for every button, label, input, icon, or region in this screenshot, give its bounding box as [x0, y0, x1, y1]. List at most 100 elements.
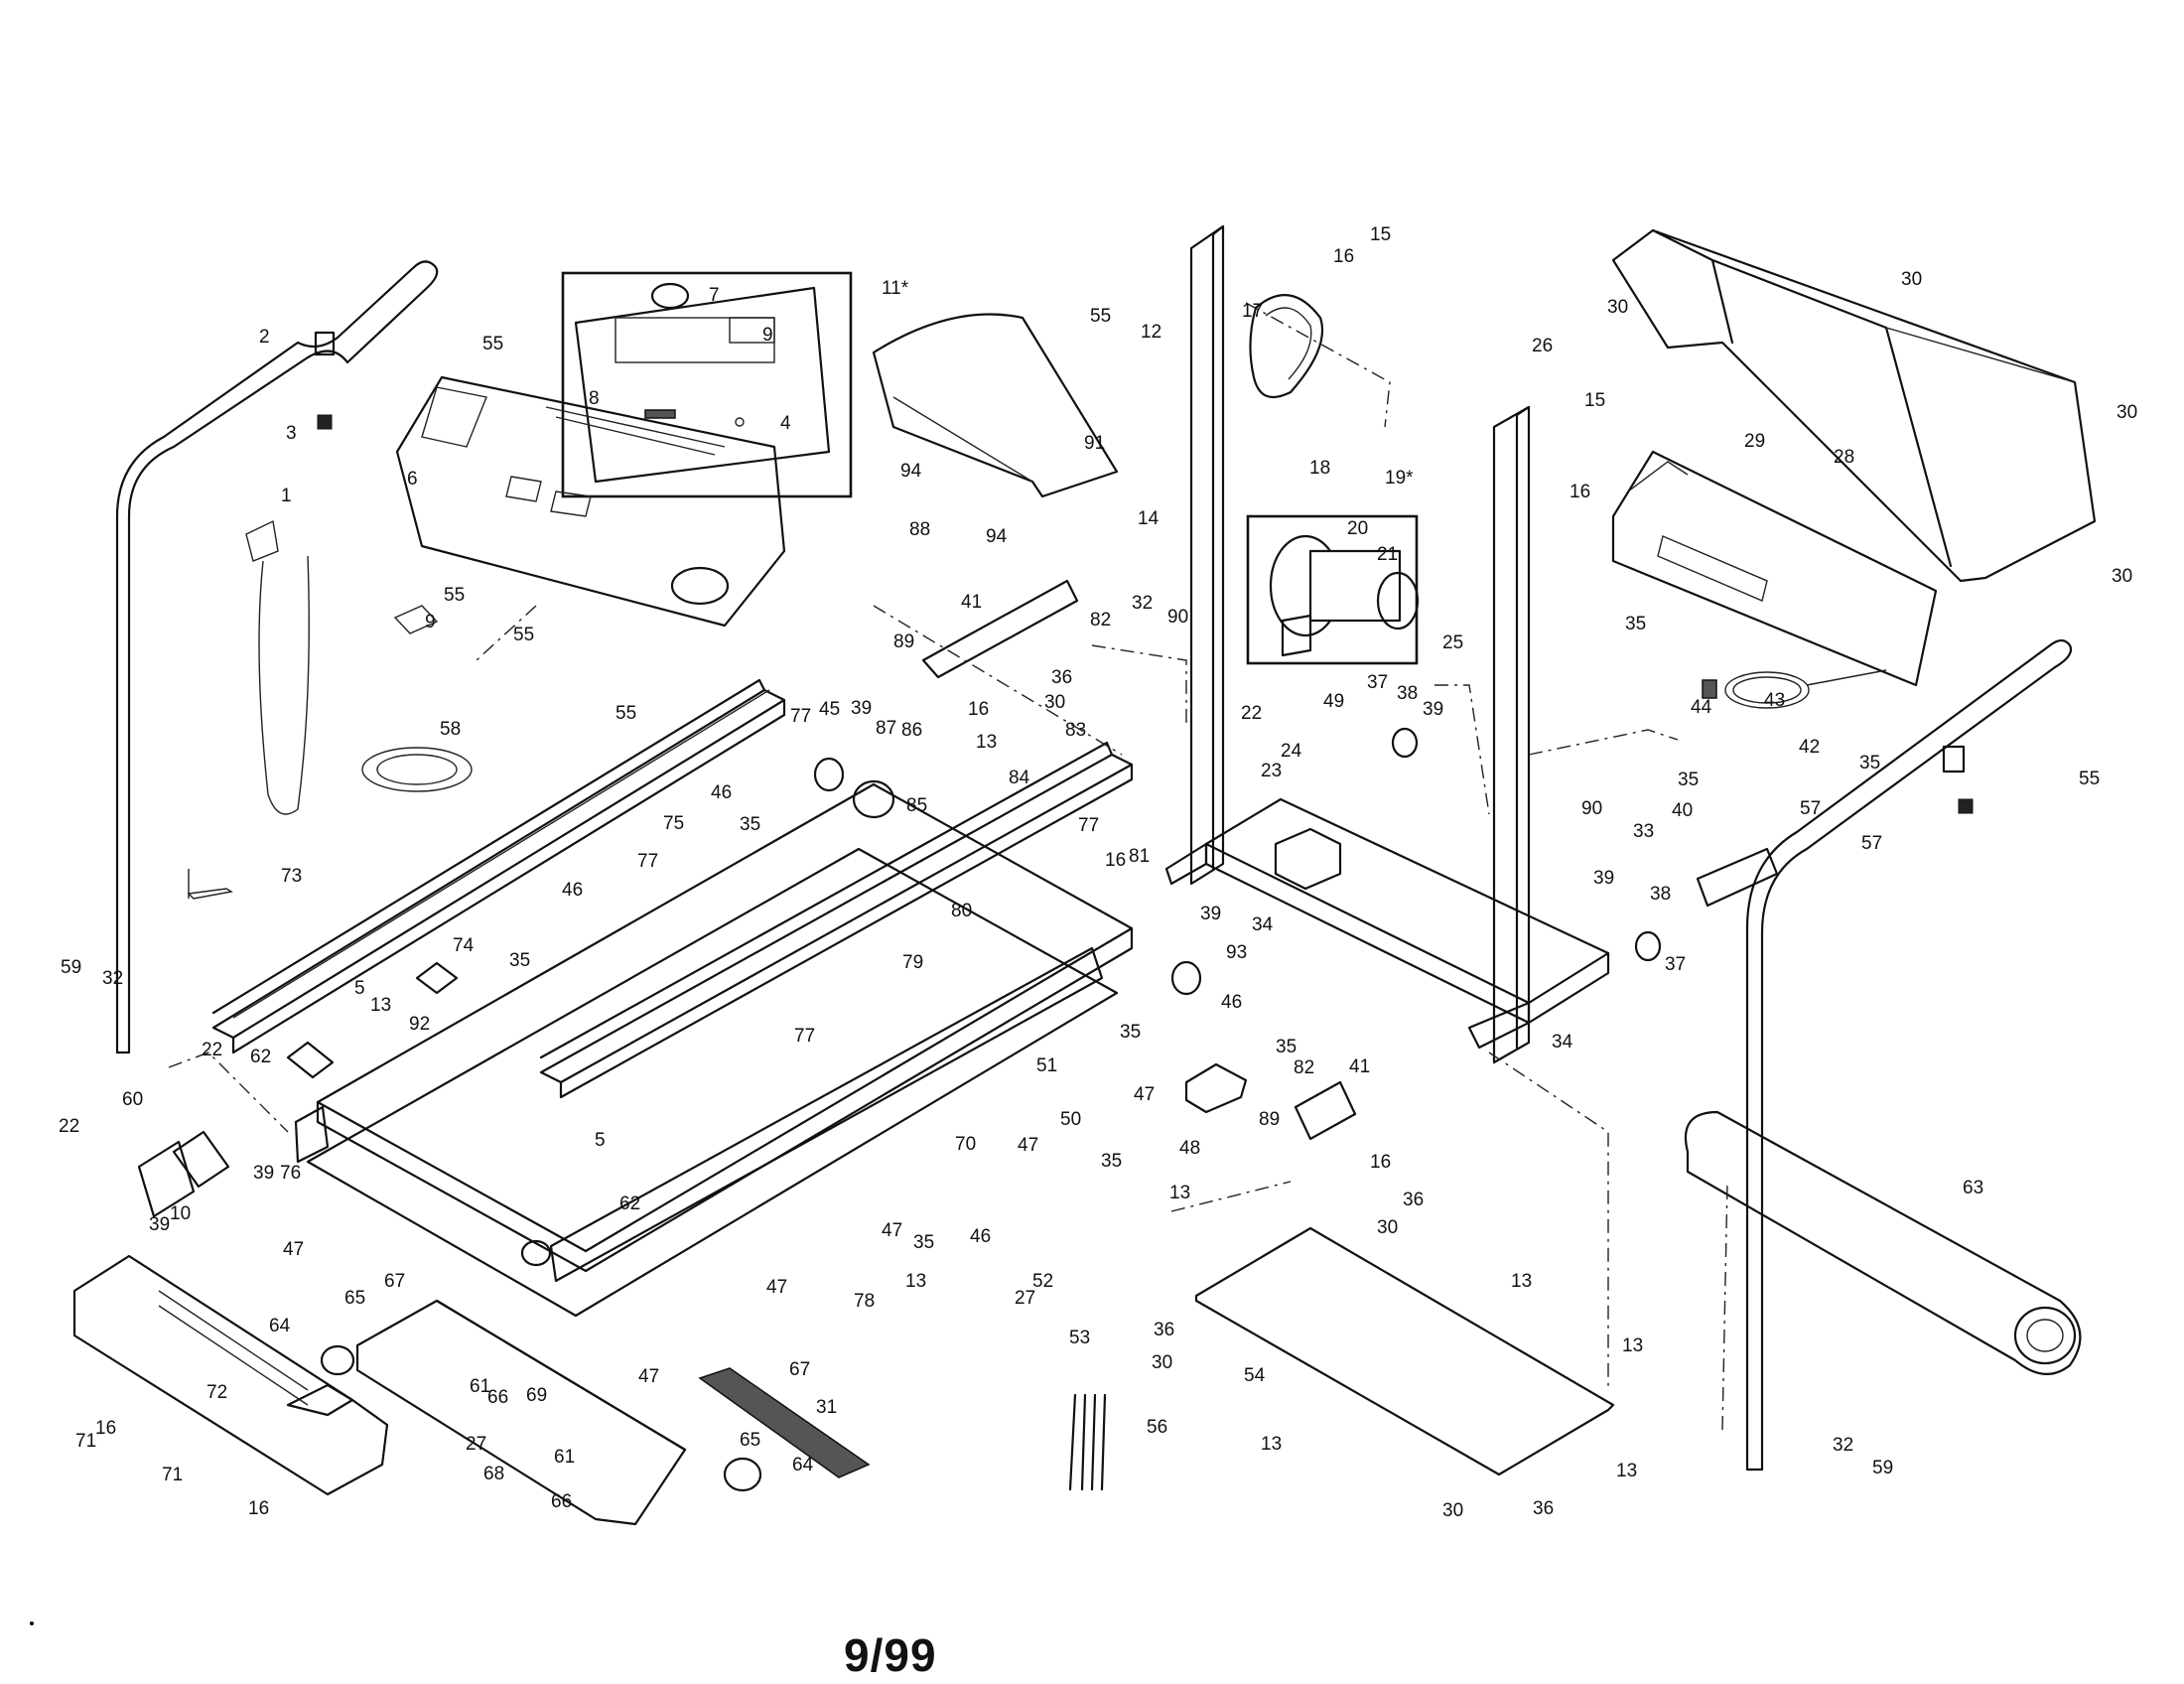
callout-label: 30	[1607, 297, 1628, 318]
callout-label: 57	[1800, 798, 1821, 819]
uprights	[1189, 224, 1531, 1064]
callout-label: 13	[1261, 1434, 1282, 1455]
rolled-mat	[1684, 1110, 2082, 1375]
callout-label: 39	[149, 1214, 170, 1235]
callout-label: 3	[286, 423, 297, 444]
callout-label: 13	[976, 732, 997, 753]
callout-label: 31	[816, 1397, 837, 1418]
callout-label: 72	[206, 1382, 227, 1403]
callout-label: 77	[794, 1026, 815, 1047]
callout-label: 79	[902, 952, 923, 973]
callout-label: 28	[1834, 447, 1854, 468]
incline-frame	[355, 1299, 687, 1526]
callout-label: 55	[444, 585, 465, 606]
callout-label: 47	[882, 1220, 902, 1241]
callout-label: 11*	[882, 278, 909, 299]
callout-label: 30	[1152, 1352, 1172, 1373]
callout-label: 47	[766, 1277, 787, 1298]
callout-label: 35	[740, 814, 760, 835]
callout-label: 64	[792, 1455, 814, 1475]
callout-label: 29	[1744, 431, 1765, 452]
display-cover	[872, 313, 1119, 498]
callout-label: 13	[1616, 1461, 1637, 1481]
callout-label: 16	[248, 1498, 269, 1519]
callout-label: 92	[409, 1014, 430, 1035]
page-number: 9/99	[844, 1629, 937, 1681]
callout-label: 66	[487, 1387, 508, 1408]
base-plate	[1194, 1226, 1615, 1476]
callout-label: 74	[453, 935, 475, 956]
callout-label: 46	[711, 782, 732, 803]
callout-label: 37	[1665, 954, 1686, 975]
callout-label: 65	[344, 1288, 365, 1309]
callout-label: 63	[1963, 1178, 1983, 1198]
callout-label: 54	[1244, 1365, 1266, 1386]
callout-label: 30	[1377, 1217, 1398, 1238]
callout-label: 77	[1078, 815, 1099, 836]
callout-label: 71	[162, 1465, 183, 1485]
callout-label: 47	[1134, 1084, 1155, 1105]
callout-label: 59	[61, 957, 81, 978]
callout-label: 84	[1009, 768, 1030, 788]
console-inset	[561, 271, 853, 498]
callout-label: 8	[589, 388, 600, 409]
callout-label: 77	[790, 706, 811, 727]
callout-label: 59	[1872, 1458, 1893, 1478]
callout-label: 22	[59, 1116, 79, 1137]
callout-label: 18	[1309, 458, 1330, 479]
callout-label: 91	[1084, 433, 1105, 454]
callout-label: 39	[1593, 868, 1614, 889]
callout-label: 38	[1397, 683, 1418, 704]
callout-label: 36	[1403, 1190, 1424, 1210]
callout-label: 81	[1129, 846, 1150, 867]
callout-label: 43	[1764, 690, 1785, 711]
callout-label: 13	[905, 1271, 926, 1292]
callout-label: 27	[1015, 1288, 1035, 1309]
callout-label: 13	[1622, 1335, 1643, 1356]
callout-label: 47	[1018, 1135, 1038, 1156]
callout-label: 33	[1633, 821, 1654, 842]
callout-label: 37	[1367, 672, 1388, 693]
callout-label: 2	[259, 327, 270, 348]
drive-belt	[1249, 294, 1324, 399]
callout-label: 83	[1065, 720, 1086, 741]
callout-label: 13	[1169, 1183, 1190, 1203]
callout-label: 19*	[1385, 468, 1414, 489]
rear-frame	[294, 946, 1104, 1283]
callout-label: 35	[1625, 614, 1646, 634]
callout-label: 30	[1044, 692, 1065, 713]
callout-label: 22	[202, 1040, 222, 1060]
callout-label: 61	[554, 1447, 575, 1468]
callout-label: 39	[851, 698, 872, 719]
callout-label: 87	[876, 718, 896, 739]
callout-label: 14	[1138, 508, 1160, 529]
callout-label: 24	[1281, 741, 1302, 762]
callout-label: 55	[615, 703, 636, 724]
callout-label: 48	[1179, 1138, 1200, 1159]
callout-label: 15	[1584, 390, 1605, 411]
callout-label: 40	[1672, 800, 1693, 821]
callout-label: 75	[663, 813, 684, 834]
callout-label: 41	[961, 592, 982, 613]
callout-label: 34	[1252, 914, 1274, 935]
rear-endcap	[72, 1254, 389, 1496]
callout-label: 16	[1570, 482, 1590, 502]
callout-label: 39	[1423, 699, 1443, 720]
callout-label: 94	[986, 526, 1008, 547]
callout-label: 49	[1323, 691, 1344, 712]
callout-label: 39	[253, 1163, 274, 1184]
callout-label: 45	[819, 699, 840, 720]
callout-label: 13	[370, 995, 391, 1016]
callout-label: 16	[968, 699, 989, 720]
right-handrail	[1745, 638, 2073, 1472]
callout-label: 15	[1370, 224, 1391, 245]
callout-label: 32	[102, 968, 123, 989]
callout-label: 38	[1650, 884, 1671, 905]
callout-label: 61	[470, 1376, 490, 1397]
callout-label: 5	[595, 1130, 606, 1151]
callout-label: 94	[900, 461, 922, 482]
callout-label: 32	[1132, 593, 1153, 614]
callout-label: 30	[2116, 402, 2137, 423]
callout-label: 32	[1833, 1435, 1853, 1456]
callout-label: 58	[440, 719, 461, 740]
